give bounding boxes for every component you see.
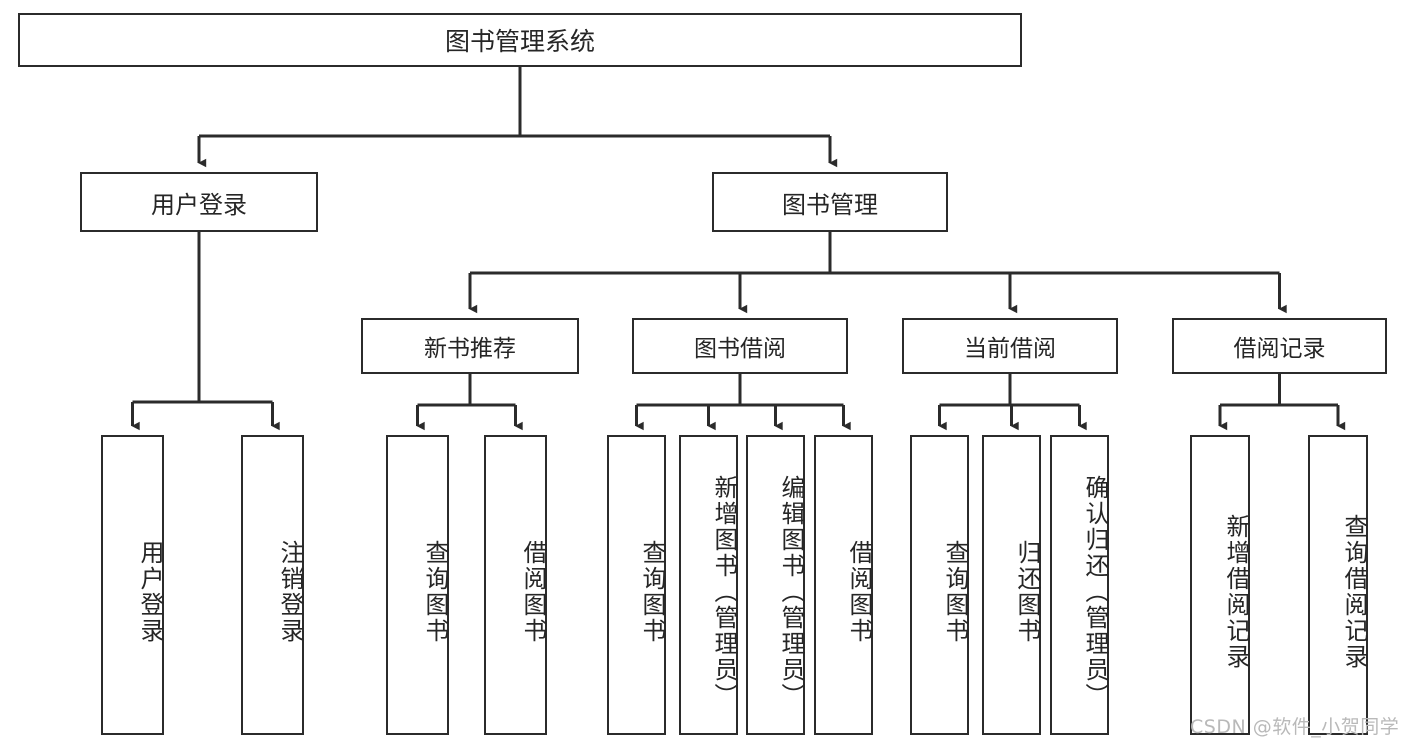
node-book-borrow[interactable]: 图书借阅 [632, 318, 848, 374]
node-leaf-query-book-1[interactable]: 查询图书 [386, 435, 449, 735]
node-label: 查询图书 [941, 540, 969, 644]
node-book-manage[interactable]: 图书管理 [712, 172, 948, 232]
node-label: 查询图书 [421, 540, 449, 644]
node-label: 借阅记录 [1233, 336, 1326, 362]
node-current-borrow[interactable]: 当前借阅 [902, 318, 1118, 374]
node-borrow-record[interactable]: 借阅记录 [1172, 318, 1387, 374]
node-leaf-edit-book[interactable]: 编辑图书（管理员） [746, 435, 805, 735]
node-leaf-user-logout[interactable]: 注销登录 [241, 435, 304, 735]
node-leaf-add-record[interactable]: 新增借阅记录 [1190, 435, 1250, 735]
node-leaf-borrow-book-2[interactable]: 借阅图书 [814, 435, 873, 735]
node-label: 借阅图书 [845, 540, 873, 644]
node-label: 查询借阅记录 [1340, 514, 1368, 670]
node-leaf-borrow-book-1[interactable]: 借阅图书 [484, 435, 547, 735]
node-leaf-confirm-return[interactable]: 确认归还（管理员） [1050, 435, 1109, 735]
node-leaf-add-book[interactable]: 新增图书（管理员） [679, 435, 738, 735]
node-label: 图书管理系统 [444, 27, 595, 56]
node-label: 新增图书（管理员） [710, 475, 738, 709]
node-label: 借阅图书 [519, 540, 547, 644]
node-leaf-query-book-2[interactable]: 查询图书 [607, 435, 666, 735]
node-label: 确认归还（管理员） [1081, 475, 1109, 709]
node-leaf-query-record[interactable]: 查询借阅记录 [1308, 435, 1368, 735]
node-label: 归还图书 [1013, 540, 1041, 644]
node-root[interactable]: 图书管理系统 [18, 13, 1022, 67]
node-leaf-query-book-3[interactable]: 查询图书 [910, 435, 969, 735]
node-leaf-return-book[interactable]: 归还图书 [982, 435, 1041, 735]
node-label: 编辑图书（管理员） [777, 475, 805, 709]
node-label: 用户登录 [151, 190, 247, 219]
node-label: 查询图书 [638, 540, 666, 644]
node-user-login[interactable]: 用户登录 [80, 172, 318, 232]
node-leaf-user-login[interactable]: 用户登录 [101, 435, 164, 735]
csdn-watermark: CSDN @软件_小贺同学 [1190, 716, 1400, 738]
node-label: 当前借阅 [964, 336, 1056, 362]
node-label: 用户登录 [136, 540, 164, 644]
node-label: 图书管理 [782, 190, 878, 219]
node-label: 新增借阅记录 [1222, 514, 1250, 670]
node-new-book-rec[interactable]: 新书推荐 [361, 318, 579, 374]
node-label: 注销登录 [276, 540, 304, 644]
node-label: 新书推荐 [424, 336, 516, 362]
node-label: 图书借阅 [694, 336, 786, 362]
